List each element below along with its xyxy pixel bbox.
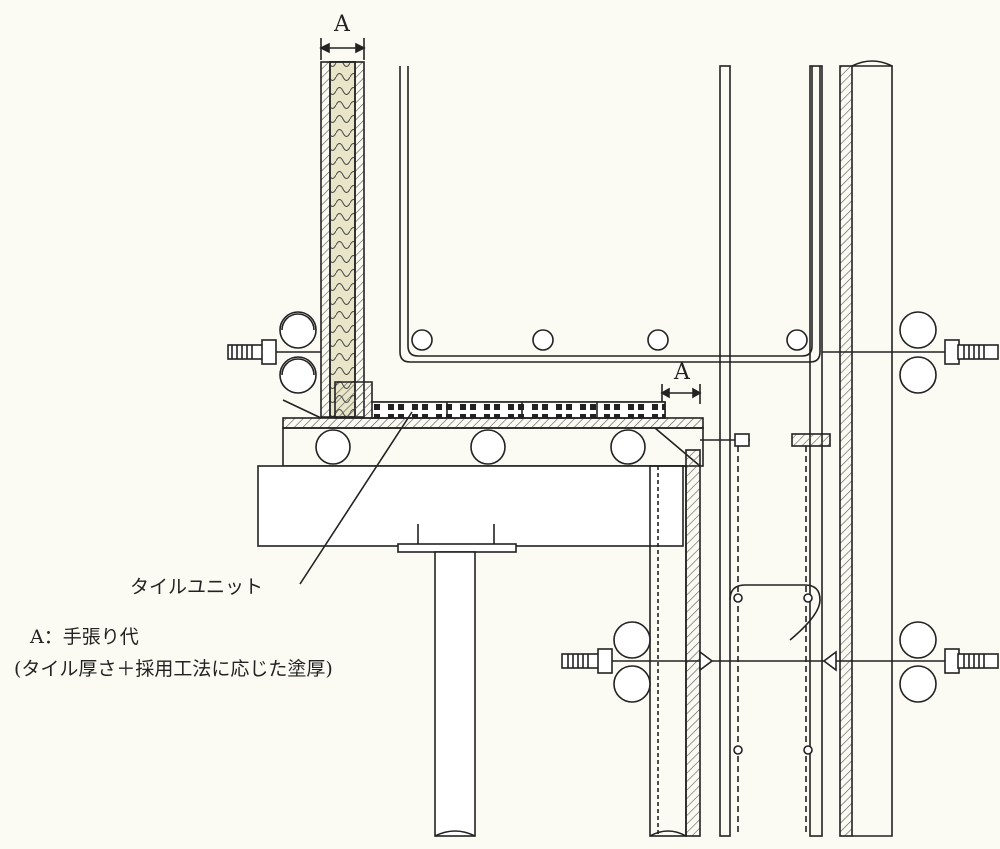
legend-line-2: (タイル厚さ＋採用工法に応じた塗厚) <box>14 658 333 680</box>
form-tie-right-lower <box>899 621 999 703</box>
dimension-mid-label: A <box>674 360 690 385</box>
dimension-top-label: A <box>334 12 350 37</box>
tile-unit-strip <box>334 381 666 419</box>
exterior-wall-left <box>320 61 365 418</box>
slab-form <box>282 399 704 467</box>
side-form <box>649 449 701 837</box>
tile-unit-leader <box>299 411 413 585</box>
form-tie-right-upper <box>822 311 999 394</box>
form-tie-left-upper <box>227 311 321 394</box>
legend-line-1: A：手張り代 <box>30 626 139 648</box>
dimension-mid <box>660 384 702 404</box>
beam-rebar <box>399 66 821 363</box>
spacers <box>700 433 831 836</box>
column-hoop <box>729 584 821 755</box>
column-right <box>719 60 893 837</box>
support-post <box>434 551 476 837</box>
form-tie-left-lower <box>561 621 945 703</box>
dimension-top <box>319 38 366 60</box>
support-beam <box>257 465 684 553</box>
tile-unit-label: タイルユニット <box>130 576 264 598</box>
